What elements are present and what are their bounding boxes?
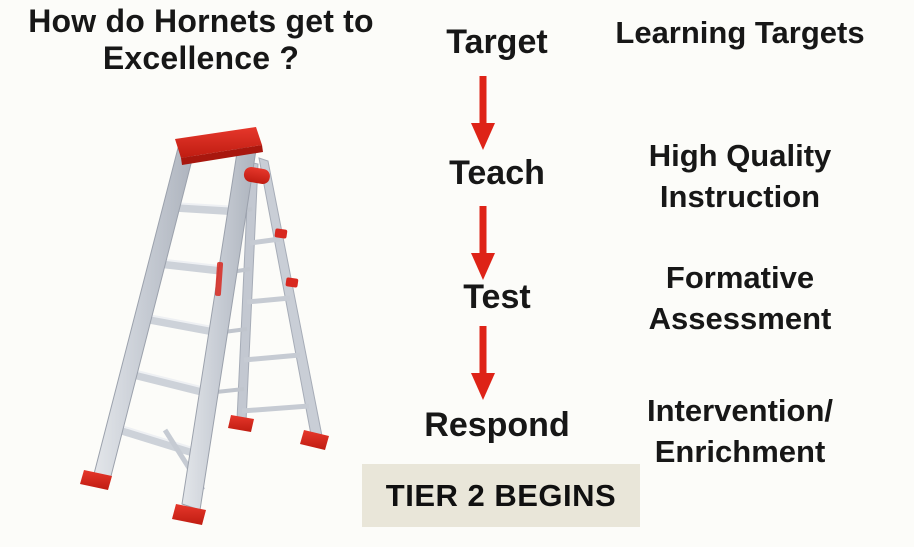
page-title-line2: Excellence ?: [102, 40, 300, 76]
step-ladder-image: [80, 127, 329, 525]
down-arrow-icon: [471, 76, 495, 150]
page-title: How do Hornets get to Excellence ?: [2, 3, 400, 77]
flow-step-teach: Teach: [449, 154, 545, 192]
down-arrow-icon: [471, 326, 495, 400]
down-arrow-icon: [471, 206, 495, 280]
outcome-formative-assessment: Formative Assessment: [648, 260, 832, 336]
outcome-learning-targets: Learning Targets: [615, 15, 865, 50]
page-title-line1: How do Hornets get to: [28, 3, 374, 39]
tier-2-begins-badge: TIER 2 BEGINS: [362, 464, 640, 527]
outcome-high-quality-instruction: High Quality Instruction: [648, 138, 832, 214]
flow-step-respond: Respond: [424, 406, 570, 444]
flow-step-target: Target: [446, 23, 548, 61]
flow-step-test: Test: [463, 278, 531, 316]
outcome-intervention-enrichment: Intervention/ Enrichment: [646, 393, 833, 469]
